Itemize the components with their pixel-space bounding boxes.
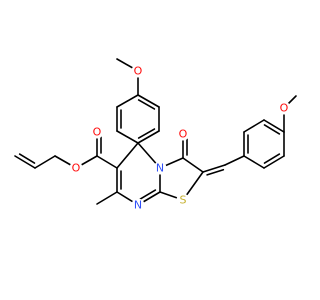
bond-b3-b4-second — [263, 124, 281, 135]
atom-label-layer: O O O O O N N S — [69, 64, 291, 212]
bond-ch-b1 — [224, 155, 245, 166]
atom-o-ester-carbonyl: O — [93, 126, 102, 139]
atom-o-methoxy-right: O — [280, 102, 289, 115]
bond-a4-a5 — [137, 130, 160, 144]
atom-o-methoxy-top: O — [134, 65, 143, 78]
atom-o-methoxy-right-background — [277, 101, 291, 115]
molecule-structure: O O O O O N N S — [14, 58, 297, 212]
atom-n-ring-imine-background — [131, 198, 145, 212]
atom-o-carbonyl-ring: O — [179, 128, 188, 141]
bond-exocyclic-second — [206, 168, 225, 176]
bond-c3-c2 — [182, 157, 204, 173]
bond-c5-c6 — [116, 142, 139, 169]
bond-n8-c8a-second — [137, 189, 157, 201]
bond-al2-al3 — [14, 155, 36, 169]
atom-s-ring: S — [180, 194, 187, 207]
bond-c7-me — [96, 191, 118, 205]
molecule-canvas: O O O O O N N S — [14, 58, 297, 212]
atom-o-ester-single-background — [69, 161, 83, 175]
bond-al1-al2 — [34, 155, 56, 169]
bond-a3-a4 — [116, 130, 139, 144]
atom-o-ester-carbonyl-background — [90, 125, 104, 139]
bond-b2-b3 — [243, 119, 265, 133]
bond-layer — [14, 58, 297, 206]
bond-b6-b1 — [243, 155, 265, 169]
bond-a4-a5-second — [137, 128, 156, 139]
bond-exocyclic — [202, 164, 226, 173]
atom-n-ring-fused: N — [156, 162, 164, 175]
bond-c6-ce — [96, 155, 118, 169]
atom-n-ring-imine: N — [134, 199, 142, 212]
bond-a6-a1 — [137, 94, 160, 108]
atom-o-methoxy-top-background — [131, 64, 145, 78]
bond-al2-al3-second — [18, 153, 36, 164]
bond-a1-a2 — [116, 94, 139, 108]
atom-s-ring-background — [176, 193, 190, 207]
atom-o-ester-single: O — [72, 162, 81, 175]
bond-b3-b4 — [263, 119, 285, 133]
bond-a6-a1-second — [137, 99, 156, 110]
bond-b5-b6 — [263, 155, 285, 169]
bond-b5-b6-second — [263, 153, 281, 164]
atom-n-ring-fused-background — [153, 161, 167, 175]
atom-o-carbonyl-ring-background — [176, 127, 190, 141]
